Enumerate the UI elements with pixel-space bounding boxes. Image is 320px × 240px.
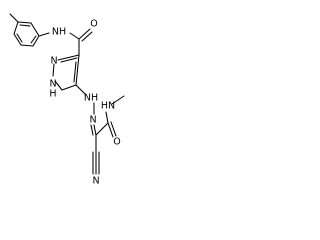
benzene-inner-bond [16,33,23,43]
bonds [9,13,125,175]
methylamide-nh-label: HN [101,101,115,112]
hydrazone-cn-bond [93,124,97,136]
amide-carbonyl-bond [107,122,114,138]
hydrazone-n-label: N [89,115,96,126]
amide-nh-label: NH [52,27,66,38]
imidazole-bond [60,57,78,63]
c-amide-bond [95,122,109,136]
amide-bond [69,32,80,40]
imidazole-bond [75,54,80,86]
ring-hydrazine-bond [75,84,87,96]
benzene-bond [20,44,34,47]
amide-n-bond [105,111,109,124]
imidazole-nh-label: N [49,79,56,90]
benzene-bond [13,21,19,35]
imidazole-bond [73,61,77,83]
imidazole-bond [52,63,55,77]
aryl-methyl-bond [9,13,19,23]
imidazole-bond [57,54,80,61]
aryl-n-bond [38,32,50,37]
benzene-bond [30,22,40,37]
hydrazone-nh-label: NH [84,93,98,104]
imidazole-bond [54,80,63,91]
imidazole-n-label: N [50,56,57,67]
imidazole-h-label: H [49,89,56,100]
amide-o-label: O [90,19,97,30]
benzene-bond [13,33,22,46]
carbonyl-bond [81,31,93,42]
chemical-structure: NH O N N H NH N HN O N [9,13,125,187]
benzene-inner-bond [19,24,31,27]
benzene-inner-bond [30,35,37,44]
benzene-bond [32,35,40,47]
amide-carbonyl-bond [110,121,117,137]
imidazole-bond [61,84,77,91]
atom-labels: NH O N N H NH N HN O N [49,19,120,187]
benzene-bond [17,21,32,24]
methylamide-o-label: O [113,137,120,148]
carbonyl-bond [78,28,91,40]
nitrile-n-label: N [92,176,99,187]
n-methyl-bond [111,95,125,105]
hydrazone-cn-bond [90,124,94,136]
